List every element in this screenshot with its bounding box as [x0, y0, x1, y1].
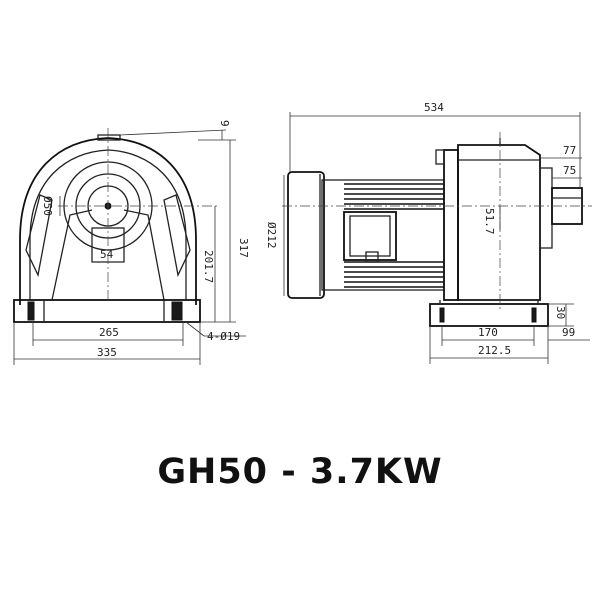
dim-51-7: 51.7 [483, 208, 496, 235]
terminal-plate-icon [365, 251, 379, 263]
gearmotor-dimension-drawing: 317 9 201.7 Ø50 54 265 335 4-Ø19 [13, 101, 592, 365]
dim-201-7: 201.7 [202, 250, 215, 283]
front-base [13, 299, 201, 323]
motor-flange [443, 149, 459, 301]
dim-motor-dia: Ø212 [265, 222, 278, 249]
front-right-bolt [171, 301, 183, 321]
terminal-box [343, 211, 397, 261]
motor-end-cap [287, 171, 325, 299]
front-left-leg [51, 209, 93, 301]
dim-77: 77 [563, 144, 576, 157]
side-dimensions: 534 Ø212 77 75 51.7 30 170 212.5 99 [265, 101, 590, 364]
dim-265: 265 [99, 326, 119, 339]
dim-317: 317 [237, 238, 250, 258]
side-view [282, 132, 592, 327]
dim-170: 170 [478, 326, 498, 339]
front-view [13, 128, 218, 323]
dim-534: 534 [424, 101, 444, 114]
front-right-leg [123, 209, 165, 301]
dim-30: 30 [554, 306, 567, 319]
motor-cooling-fins [344, 183, 444, 288]
output-shaft-collar [539, 167, 553, 249]
dim-54: 54 [100, 248, 114, 261]
dim-212-5: 212.5 [478, 344, 511, 357]
side-base [429, 303, 549, 327]
dim-top-offset: 9 [218, 120, 231, 127]
front-right-rib [163, 194, 191, 278]
front-left-rib [25, 194, 53, 278]
dim-99: 99 [562, 326, 575, 339]
front-dimensions: 317 9 201.7 Ø50 54 265 335 4-Ø19 [13, 120, 250, 365]
dim-75: 75 [563, 164, 576, 177]
product-title: GH50 - 3.7KW [157, 452, 443, 492]
motor-body [321, 179, 445, 291]
dim-shaft-dia: Ø50 [41, 196, 54, 216]
front-top-plate [97, 134, 121, 141]
dim-holes: 4-Ø19 [207, 330, 240, 343]
dim-335: 335 [97, 346, 117, 359]
gearbox-housing [457, 144, 541, 301]
front-left-bolt [27, 301, 35, 321]
